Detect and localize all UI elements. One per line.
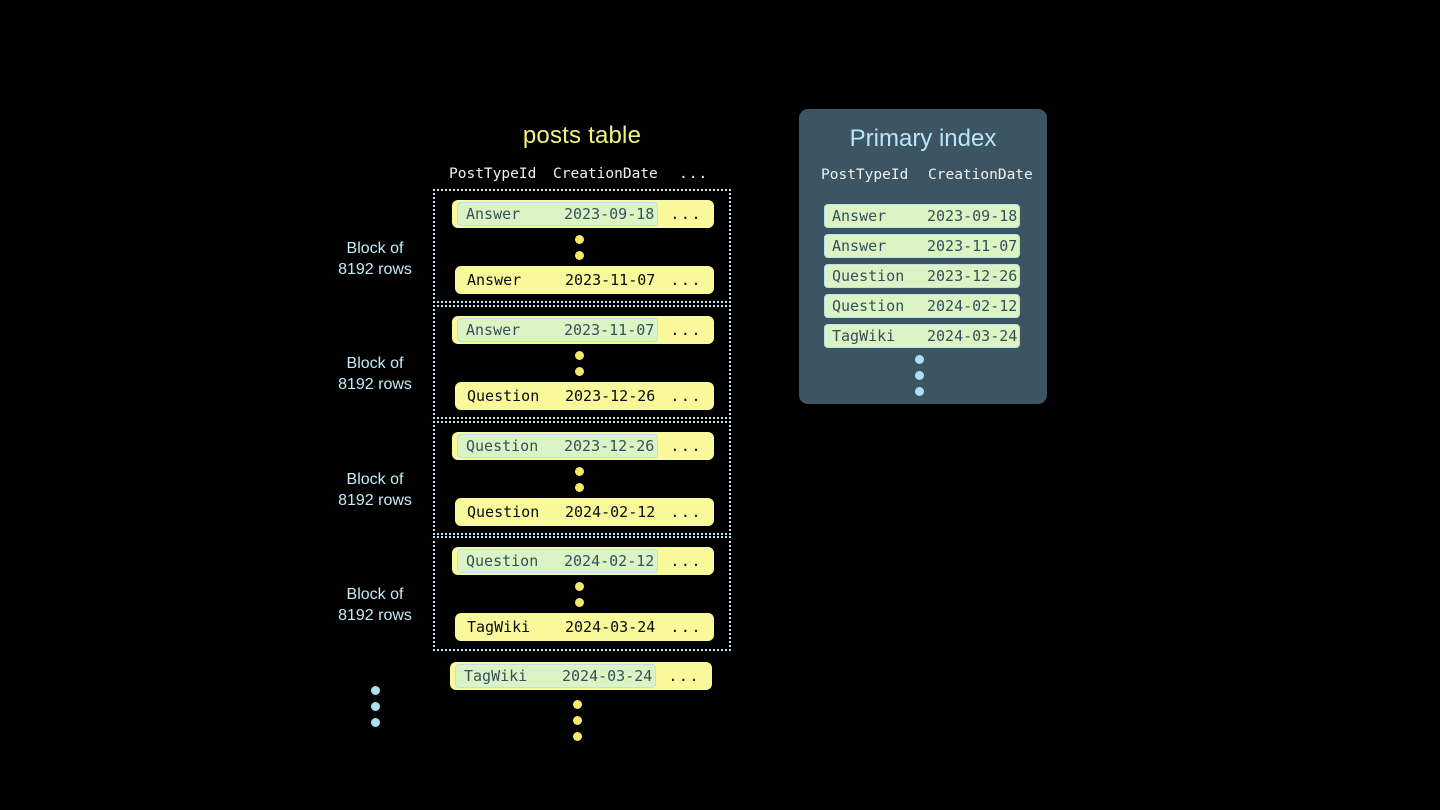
primary-index-panel: Primary index PostTypeId CreationDate An…: [799, 109, 1047, 404]
cell-creationdate: 2024-02-12: [564, 552, 655, 570]
cell-creationdate: 2023-12-26: [927, 267, 1018, 285]
cell-posttypeid: Question: [466, 552, 539, 570]
table-row[interactable]: Question 2024-02-12 ...: [452, 547, 714, 575]
column-header-creationdate: CreationDate: [928, 167, 1033, 183]
index-entry-row[interactable]: Answer 2023-11-07: [824, 234, 1020, 258]
cell-posttypeid: Answer: [467, 271, 522, 289]
cell-ellipsis: ...: [670, 503, 702, 521]
column-header-posttypeid: PostTypeId: [821, 167, 909, 183]
block-label-2: Block of 8192 rows: [300, 353, 450, 395]
table-continuation-dots: [573, 700, 582, 748]
table-row[interactable]: Answer 2023-11-07 ...: [452, 316, 714, 344]
cell-creationdate: 2023-12-26: [565, 387, 656, 405]
block-label-line-2: 8192 rows: [338, 261, 412, 278]
index-key-highlight: [455, 664, 656, 688]
table-block-2: Answer 2023-11-07 ... Question 2023-12-2…: [433, 305, 731, 419]
index-entry-row[interactable]: Answer 2023-09-18: [824, 204, 1020, 228]
column-header-posttypeid: PostTypeId: [449, 166, 537, 182]
block-label-3: Block of 8192 rows: [300, 469, 450, 511]
cell-creationdate: 2024-03-24: [565, 618, 656, 636]
table-row[interactable]: Question 2024-02-12 ...: [455, 498, 714, 526]
cell-posttypeid: TagWiki: [832, 327, 896, 345]
posts-table-column-headers: PostTypeId CreationDate ...: [449, 166, 713, 186]
cell-ellipsis: ...: [670, 618, 702, 636]
cell-creationdate: 2024-02-12: [927, 297, 1018, 315]
cell-posttypeid: Answer: [466, 205, 521, 223]
cell-creationdate: 2023-11-07: [565, 271, 656, 289]
primary-index-column-headers: PostTypeId CreationDate: [821, 167, 1033, 187]
index-entry-row[interactable]: Question 2023-12-26: [824, 264, 1020, 288]
block-label-line-2: 8192 rows: [338, 607, 412, 624]
table-block-3: Question 2023-12-26 ... Question 2024-02…: [433, 421, 731, 535]
index-entry-row[interactable]: TagWiki 2024-03-24: [824, 324, 1020, 348]
cell-posttypeid: Answer: [466, 321, 521, 339]
cell-posttypeid: TagWiki: [467, 618, 531, 636]
cell-creationdate: 2023-09-18: [927, 207, 1018, 225]
cell-ellipsis: ...: [668, 667, 700, 685]
cell-ellipsis: ...: [670, 552, 702, 570]
cell-creationdate: 2023-12-26: [564, 437, 655, 455]
table-row[interactable]: TagWiki 2024-03-24 ...: [450, 662, 712, 690]
cell-ellipsis: ...: [670, 437, 702, 455]
index-key-highlight: [457, 318, 658, 342]
cell-posttypeid: Question: [832, 267, 905, 285]
block-label-line-1: Block of: [346, 240, 404, 257]
cell-creationdate: 2024-03-24: [562, 667, 653, 685]
cell-posttypeid: TagWiki: [464, 667, 528, 685]
cell-creationdate: 2023-11-07: [927, 237, 1018, 255]
index-continuation-dots: [915, 355, 924, 403]
table-row[interactable]: Question 2023-12-26 ...: [455, 382, 714, 410]
cell-ellipsis: ...: [670, 387, 702, 405]
cell-ellipsis: ...: [670, 271, 702, 289]
table-block-1: Answer 2023-09-18 ... Answer 2023-11-07 …: [433, 189, 731, 303]
table-row[interactable]: Answer 2023-11-07 ...: [455, 266, 714, 294]
cell-posttypeid: Answer: [832, 207, 887, 225]
block-label-line-2: 8192 rows: [338, 492, 412, 509]
primary-index-title: Primary index: [849, 125, 997, 152]
block-label-4: Block of 8192 rows: [300, 584, 450, 626]
posts-table-title: posts table: [522, 122, 642, 149]
block-continuation-dots: [371, 686, 380, 734]
cell-ellipsis: ...: [670, 205, 702, 223]
index-entry-row[interactable]: Question 2024-02-12: [824, 294, 1020, 318]
cell-creationdate: 2024-02-12: [565, 503, 656, 521]
cell-posttypeid: Question: [832, 297, 905, 315]
block-label-1: Block of 8192 rows: [300, 238, 450, 280]
index-key-highlight: [457, 202, 658, 226]
index-key-highlight: [457, 434, 658, 458]
block-label-line-2: 8192 rows: [338, 376, 412, 393]
cell-posttypeid: Question: [467, 503, 540, 521]
column-header-ellipsis: ...: [679, 166, 709, 182]
table-row[interactable]: Answer 2023-09-18 ...: [452, 200, 714, 228]
cell-ellipsis: ...: [670, 321, 702, 339]
cell-creationdate: 2024-03-24: [927, 327, 1018, 345]
block-label-line-1: Block of: [346, 471, 404, 488]
cell-posttypeid: Answer: [832, 237, 887, 255]
table-row[interactable]: TagWiki 2024-03-24 ...: [455, 613, 714, 641]
cell-posttypeid: Question: [466, 437, 539, 455]
index-key-highlight: [457, 549, 658, 573]
table-block-4: Question 2024-02-12 ... TagWiki 2024-03-…: [433, 536, 731, 651]
block-label-line-1: Block of: [346, 586, 404, 603]
table-row[interactable]: Question 2023-12-26 ...: [452, 432, 714, 460]
cell-posttypeid: Question: [467, 387, 540, 405]
column-header-creationdate: CreationDate: [553, 166, 658, 182]
cell-creationdate: 2023-11-07: [564, 321, 655, 339]
cell-creationdate: 2023-09-18: [564, 205, 655, 223]
block-label-line-1: Block of: [346, 355, 404, 372]
